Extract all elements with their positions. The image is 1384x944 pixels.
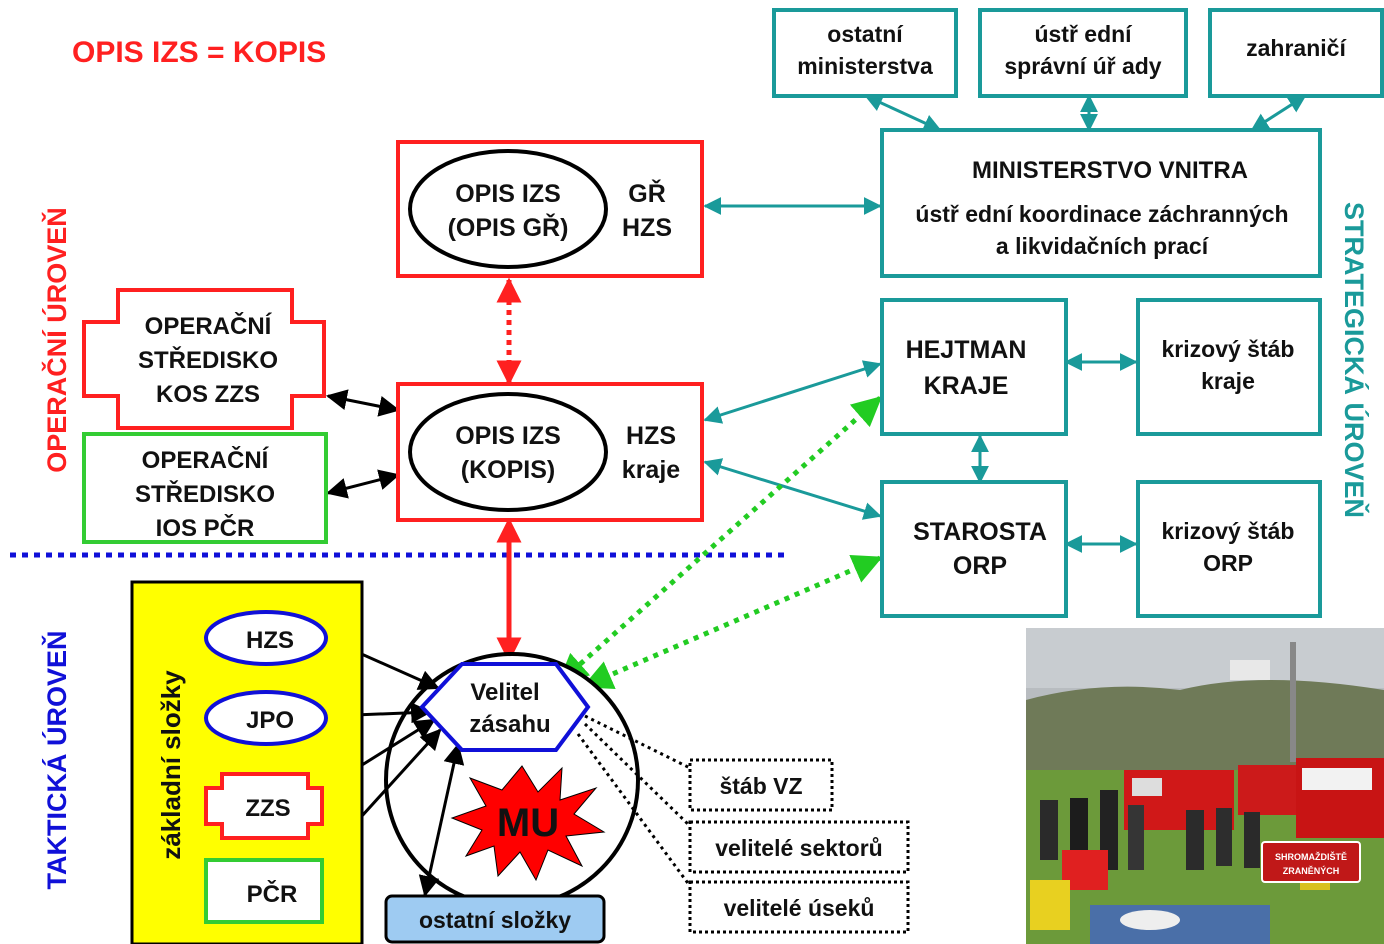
commander-hexagon: Velitel zásahu bbox=[419, 662, 591, 752]
rescue-photo: SHROMAŽDIŠTĚ ZRANĚNÝCH bbox=[1026, 628, 1384, 944]
unit-pcr-label: PČR bbox=[247, 880, 298, 908]
arrow-ministries-mv bbox=[864, 94, 942, 132]
sector-commanders-box: velitelé sektorů bbox=[688, 820, 910, 874]
box-ios-pcr: OPERAČNÍ STŘEDISKO IOS PČR bbox=[82, 432, 328, 544]
unit-zzs: ZZS bbox=[204, 772, 324, 840]
staff-vz-box: štáb VZ bbox=[688, 758, 834, 812]
arrow-kopis-starosta bbox=[703, 458, 882, 520]
ministry-interior-sub1: ústř ední koordinace záchranných bbox=[915, 201, 1288, 227]
box-central-offices-line1: ústř ední bbox=[1034, 21, 1133, 47]
krizovy-orp-line1: krizový štáb bbox=[1162, 518, 1295, 544]
opis-gr-line1: OPIS IZS bbox=[455, 180, 561, 208]
krizovy-kraj-line2: kraje bbox=[1201, 368, 1255, 394]
ios-pcr-line2: STŘEDISKO bbox=[135, 480, 275, 508]
box-other-ministries-line2: ministerstva bbox=[797, 53, 933, 79]
opis-kopis-line2: (KOPIS) bbox=[461, 456, 555, 484]
starosta-line2: ORP bbox=[953, 552, 1007, 580]
incident-burst: MU bbox=[450, 765, 606, 882]
box-abroad: zahraničí bbox=[1208, 8, 1384, 98]
opis-gr-line2: (OPIS GŘ) bbox=[448, 212, 569, 242]
unit-pcr: PČR bbox=[204, 858, 324, 924]
box-other-ministries: ostatní ministerstva bbox=[772, 8, 958, 98]
box-krizovy-kraj: krizový štáb kraje bbox=[1136, 298, 1322, 436]
kos-zzs-line2: STŘEDISKO bbox=[138, 346, 278, 374]
arrow-kopis-hejtman bbox=[703, 360, 882, 424]
opis-kopis-line1: OPIS IZS bbox=[455, 422, 561, 450]
box-central-offices: ústř ední správní úř ady bbox=[978, 8, 1188, 98]
operational-level-label: OPERAČNÍ ÚROVEŇ bbox=[41, 207, 72, 473]
commander-line2: zásahu bbox=[469, 711, 550, 738]
box-opis-gr: OPIS IZS (OPIS GŘ) GŘ HZS bbox=[396, 140, 704, 278]
hejtman-line2: KRAJE bbox=[924, 372, 1009, 400]
arrow-kopis-kos bbox=[325, 389, 401, 417]
box-starosta: STAROSTA ORP bbox=[880, 480, 1068, 618]
arrow-other-commander bbox=[418, 742, 465, 898]
opis-gr-side2: HZS bbox=[622, 214, 672, 242]
sector-commanders-label: velitelé sektorů bbox=[715, 835, 882, 861]
opis-gr-side1: GŘ bbox=[628, 178, 666, 208]
ios-pcr-line3: IOS PČR bbox=[156, 514, 255, 542]
arrow-starosta-commander bbox=[582, 554, 883, 690]
box-central-offices-line2: správní úř ady bbox=[1004, 53, 1161, 79]
photo-sign-line1: SHROMAŽDIŠTĚ bbox=[1275, 851, 1347, 862]
basic-units-label: základní složky bbox=[156, 670, 186, 860]
unit-jpo: JPO bbox=[204, 690, 328, 746]
unit-hzs-label: HZS bbox=[246, 627, 294, 654]
ministry-interior-title: MINISTERSTVO VNITRA bbox=[972, 157, 1248, 184]
box-kos-zzs: OPERAČNÍ STŘEDISKO KOS ZZS bbox=[82, 288, 326, 430]
box-ministry-interior: MINISTERSTVO VNITRA ústř ední koordinace… bbox=[880, 128, 1322, 278]
section-commanders-label: velitelé úseků bbox=[724, 895, 875, 921]
opis-kopis-side1: HZS bbox=[626, 422, 676, 450]
dotted-commander-staff bbox=[584, 714, 691, 770]
kos-zzs-line1: OPERAČNÍ bbox=[145, 312, 273, 340]
section-commanders-box: velitelé úseků bbox=[688, 880, 910, 934]
arrow-kopis-ios bbox=[325, 469, 401, 499]
starosta-line1: STAROSTA bbox=[913, 518, 1047, 546]
strategic-level-label: STRATEGICKÁ ÚROVEŇ bbox=[1339, 202, 1370, 518]
dotted-commander-sectors bbox=[583, 722, 692, 828]
tactical-level-label: TAKTICKÁ ÚROVEŇ bbox=[41, 631, 72, 890]
other-units-box: ostatní složky bbox=[384, 894, 606, 944]
krizovy-kraj-line1: krizový štáb bbox=[1162, 336, 1295, 362]
incident-label: MU bbox=[497, 801, 559, 845]
box-krizovy-orp: krizový štáb ORP bbox=[1136, 480, 1322, 618]
ministry-interior-sub2: a likvidačních prací bbox=[996, 233, 1210, 259]
opis-kopis-side2: kraje bbox=[622, 456, 680, 484]
hejtman-line1: HEJTMAN bbox=[906, 336, 1027, 364]
page-title: OPIS IZS = KOPIS bbox=[72, 36, 326, 69]
arrow-abroad-mv bbox=[1250, 94, 1307, 132]
box-abroad-label: zahraničí bbox=[1246, 35, 1347, 61]
box-hejtman: HEJTMAN KRAJE bbox=[880, 298, 1068, 436]
unit-zzs-label: ZZS bbox=[245, 795, 290, 822]
box-other-ministries-line1: ostatní bbox=[827, 21, 904, 47]
kos-zzs-line3: KOS ZZS bbox=[156, 381, 260, 408]
commander-line1: Velitel bbox=[470, 679, 539, 706]
box-opis-kopis: OPIS IZS (KOPIS) HZS kraje bbox=[396, 382, 704, 522]
staff-vz-label: štáb VZ bbox=[719, 773, 802, 799]
other-units-label: ostatní složky bbox=[419, 907, 571, 933]
ios-pcr-line1: OPERAČNÍ bbox=[142, 446, 270, 474]
photo-sign-line2: ZRANĚNÝCH bbox=[1283, 865, 1340, 876]
unit-hzs: HZS bbox=[204, 610, 328, 666]
krizovy-orp-line2: ORP bbox=[1203, 550, 1253, 576]
unit-jpo-label: JPO bbox=[246, 707, 294, 734]
